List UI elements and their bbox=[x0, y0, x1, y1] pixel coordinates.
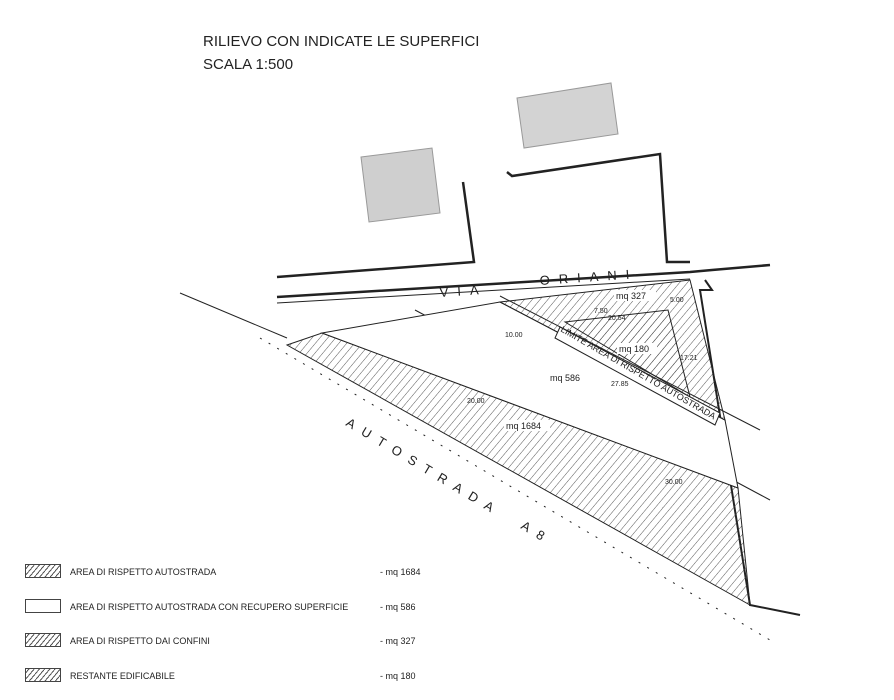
legend-value: - mq 327 bbox=[380, 636, 416, 646]
legend: AREA DI RISPETTO AUTOSTRADA - mq 1684 AR… bbox=[25, 562, 485, 700]
legend-value: - mq 586 bbox=[380, 602, 416, 612]
dimension-label: 10.00 bbox=[505, 332, 523, 339]
dimension-label: 30.00 bbox=[665, 479, 683, 486]
legend-label: AREA DI RISPETTO AUTOSTRADA bbox=[70, 567, 216, 577]
legend-label: AREA DI RISPETTO AUTOSTRADA CON RECUPERO… bbox=[70, 602, 348, 612]
highway-code: A8 bbox=[518, 518, 555, 548]
dimension-label: 27.85 bbox=[611, 381, 629, 388]
area-label-586: mq 586 bbox=[550, 373, 580, 383]
hatch-swatch bbox=[25, 564, 61, 578]
legend-value: - mq 1684 bbox=[380, 567, 421, 577]
legend-label: AREA DI RISPETTO DAI CONFINI bbox=[70, 636, 210, 646]
street-label-via: VIA bbox=[439, 282, 488, 300]
area-label-1684: mq 1684 bbox=[506, 421, 541, 431]
legend-item: AREA DI RISPETTO AUTOSTRADA - mq 1684 bbox=[25, 562, 485, 597]
dimension-label: 20.00 bbox=[467, 398, 485, 405]
hatch-swatch bbox=[25, 633, 61, 647]
dimension-label: 7.50 bbox=[594, 308, 608, 315]
dimension-label: 5.00 bbox=[670, 297, 684, 304]
area-label-327: mq 327 bbox=[616, 291, 646, 301]
dimension-label: 17.21 bbox=[680, 355, 698, 362]
legend-label: RESTANTE EDIFICABILE bbox=[70, 671, 175, 681]
legend-item: AREA DI RISPETTO DAI CONFINI - mq 327 bbox=[25, 631, 485, 666]
drawing-scale: SCALA 1:500 bbox=[203, 56, 293, 73]
building bbox=[361, 148, 440, 222]
area-label-180: mq 180 bbox=[619, 344, 649, 354]
hatch-swatch bbox=[25, 668, 61, 682]
blank-swatch bbox=[25, 599, 61, 613]
drawing-title: RILIEVO CON INDICATE LE SUPERFICI bbox=[203, 33, 479, 50]
dimension-label: 20.54 bbox=[608, 315, 626, 322]
legend-item: AREA DI RISPETTO AUTOSTRADA CON RECUPERO… bbox=[25, 597, 485, 632]
building bbox=[517, 83, 618, 148]
legend-item: RESTANTE EDIFICABILE - mq 180 bbox=[25, 666, 485, 700]
legend-value: - mq 180 bbox=[380, 671, 416, 681]
